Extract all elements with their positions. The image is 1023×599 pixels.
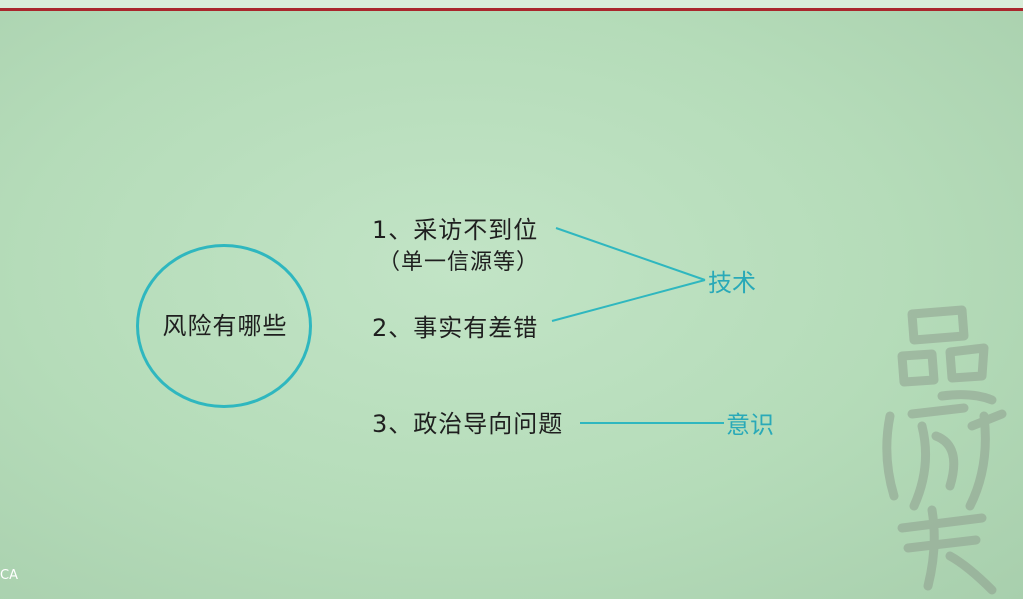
risk-item-3: 3、政治导向问题	[372, 410, 564, 438]
calligraphy-watermark-icon	[882, 305, 1007, 595]
topic-circle	[136, 244, 312, 408]
top-rule	[0, 8, 1023, 11]
connector-item2-to-tech	[551, 279, 706, 322]
corner-text: CA	[0, 568, 18, 583]
tag-awareness: 意识	[726, 411, 774, 439]
tag-technique: 技术	[708, 269, 756, 297]
risk-item-1: 1、采访不到位	[372, 216, 539, 244]
top-band	[0, 0, 1023, 8]
risk-item-1-note: （单一信源等）	[378, 250, 540, 275]
topic-label: 风险有哪些	[162, 312, 288, 340]
risk-item-2: 2、事实有差错	[372, 314, 539, 342]
connector-item1-to-tech	[555, 227, 706, 281]
